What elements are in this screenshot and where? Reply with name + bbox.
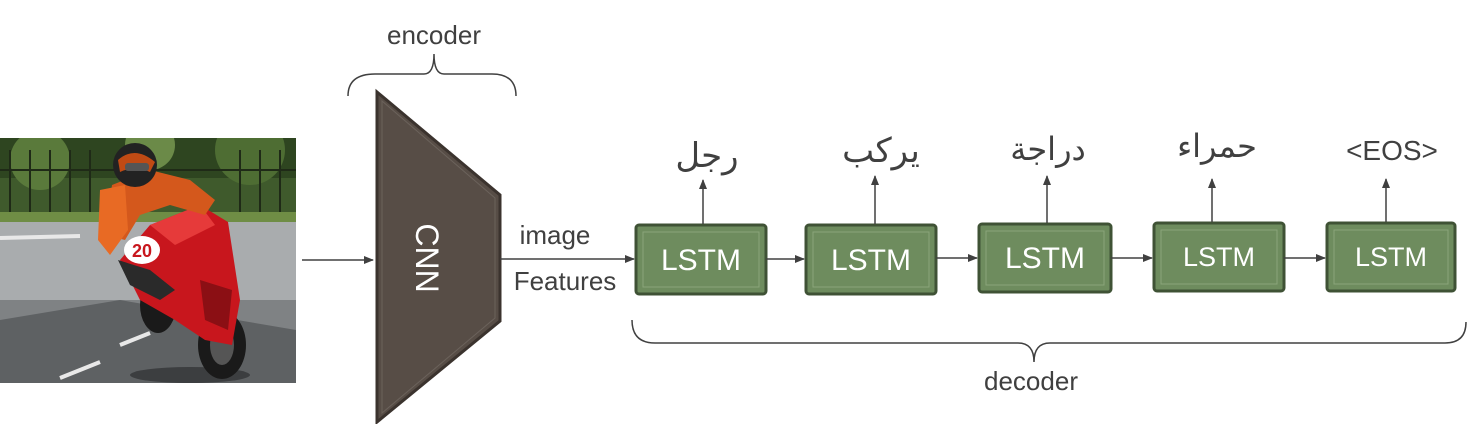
image-features-line2: Features bbox=[514, 266, 617, 296]
lstm-label: LSTM bbox=[1355, 242, 1427, 272]
image-features-line1: image bbox=[520, 220, 591, 250]
lstm-label: LSTM bbox=[661, 244, 741, 277]
cnn-label: CNN bbox=[409, 223, 445, 292]
output-word-1: رجل bbox=[675, 136, 738, 176]
decoder-label: decoder bbox=[984, 366, 1078, 396]
lstm-cell-3: LSTM bbox=[977, 222, 1113, 294]
lstm-cell-2: LSTM bbox=[804, 223, 938, 296]
lstm-cell-5: LSTM bbox=[1325, 221, 1457, 293]
encoder-label: encoder bbox=[387, 20, 481, 50]
decoder-brace bbox=[631, 319, 1467, 363]
output-word-4: حمراء bbox=[1177, 127, 1257, 165]
lstm-cell-4: LSTM bbox=[1152, 221, 1286, 293]
output-word-5: <EOS> bbox=[1346, 135, 1438, 166]
output-word-2: يركب bbox=[842, 131, 920, 171]
input-motorcycle-photo: 20 bbox=[0, 138, 296, 383]
lstm-label: LSTM bbox=[1183, 242, 1255, 272]
lstm-cell-1: LSTM bbox=[634, 223, 768, 296]
lstm-label: LSTM bbox=[831, 244, 911, 277]
encoder-brace bbox=[347, 53, 517, 97]
output-word-3: دراجة bbox=[1010, 130, 1086, 168]
bike-number: 20 bbox=[132, 241, 152, 261]
lstm-label: LSTM bbox=[1005, 242, 1085, 275]
